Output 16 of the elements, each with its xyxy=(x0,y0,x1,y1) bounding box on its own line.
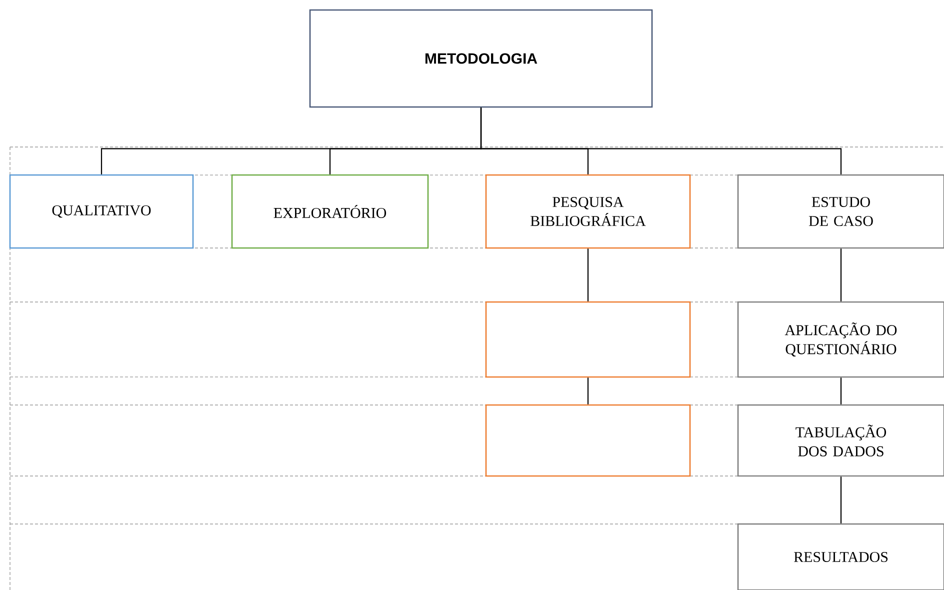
empty-box xyxy=(485,301,691,378)
empty-box xyxy=(485,404,691,477)
connector-line xyxy=(840,248,842,302)
connector-line xyxy=(587,248,589,302)
step-box: APLICAÇÃO DO QUESTIONÁRIO xyxy=(737,301,944,378)
connector-line xyxy=(840,378,842,404)
method-box: ESTUDO DE CASO xyxy=(737,174,944,249)
step-box: RESULTADOS xyxy=(737,523,944,590)
connector-line xyxy=(840,476,842,524)
connector-line xyxy=(587,378,589,404)
title-box: METODOLOGIA xyxy=(309,9,653,108)
method-box: QUALITATIVO xyxy=(9,174,194,249)
method-box: PESQUISA BIBLIOGRÁFICA xyxy=(485,174,691,249)
connector-line xyxy=(480,108,842,174)
step-box: TABULAÇÃO DOS DADOS xyxy=(737,404,944,477)
method-box: EXPLORATÓRIO xyxy=(231,174,429,249)
